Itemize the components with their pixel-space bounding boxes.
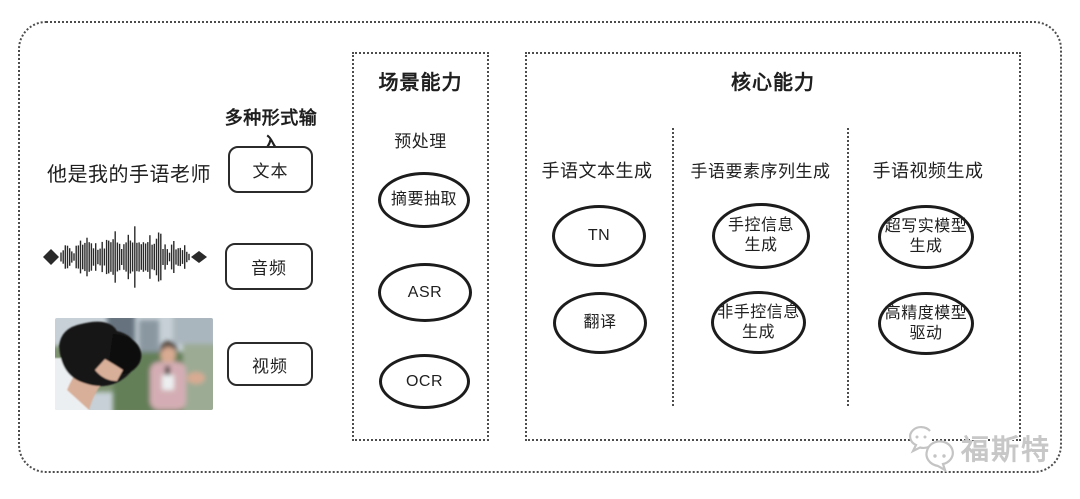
node-tn: TN <box>552 205 646 267</box>
preprocess-label: 预处理 <box>394 132 447 151</box>
node-manual-info-line1: 手控信息 <box>727 217 794 234</box>
node-non-manual-info-line1: 非手控信息 <box>717 303 800 321</box>
node-ocr-label: OCR <box>405 372 444 390</box>
node-manual-info-line2: 生成 <box>744 237 778 254</box>
input-type-audio-box: 音频 <box>225 243 313 290</box>
node-hyperrealistic-line2: 生成 <box>909 238 943 255</box>
sample-text-sentence: 他是我的手语老师 <box>47 164 211 186</box>
node-hyperrealistic-line1: 超写实模型 <box>884 218 968 235</box>
node-asr-label: ASR <box>407 283 443 301</box>
node-translation: 翻译 <box>553 292 647 354</box>
input-type-video-box: 视频 <box>227 342 313 386</box>
core-column-divider-2 <box>847 128 849 406</box>
scene-capability-box <box>352 52 489 441</box>
chat-bubbles-icon <box>909 425 954 472</box>
node-tn-label: TN <box>587 227 611 244</box>
node-hyperrealistic-model-generation: 超写实模型 生成 <box>878 205 974 269</box>
node-non-manual-info-generation: 非手控信息 生成 <box>711 291 806 354</box>
node-non-manual-info-line2: 生成 <box>741 323 775 341</box>
core-column-header-video-gen: 手语视频生成 <box>872 161 984 181</box>
input-type-audio-label: 音频 <box>251 259 287 278</box>
watermark: 福斯特 <box>905 424 1051 472</box>
node-summary-extraction: 摘要抽取 <box>378 172 470 228</box>
core-column-header-text-gen: 手语文本生成 <box>541 161 653 181</box>
watermark-brand-text: 福斯特 <box>961 434 1052 465</box>
input-type-video-label: 视频 <box>252 356 288 376</box>
node-high-precision-line1: 高精度模型 <box>884 304 968 322</box>
input-type-text-label: 文本 <box>252 162 289 181</box>
node-translation-label: 翻译 <box>583 314 617 331</box>
node-manual-info-generation: 手控信息 生成 <box>712 203 810 269</box>
node-asr: ASR <box>378 263 472 322</box>
node-high-precision-line2: 驱动 <box>909 324 943 342</box>
core-capability-box <box>525 52 1021 441</box>
input-type-text-box: 文本 <box>228 146 313 193</box>
scene-capability-title: 场景能力 <box>378 72 463 94</box>
core-column-divider-1 <box>672 128 674 406</box>
core-column-header-element-seq-gen: 手语要素序列生成 <box>690 162 831 181</box>
node-summary-extraction-label: 摘要抽取 <box>390 191 457 208</box>
node-high-precision-model-drive: 高精度模型 驱动 <box>878 292 974 355</box>
outer-dotted-frame <box>18 21 1062 473</box>
core-capability-title: 核心能力 <box>731 72 815 94</box>
node-ocr: OCR <box>379 354 470 409</box>
reporter-video-photo <box>55 318 213 410</box>
audio-waveform-icon <box>43 226 207 288</box>
